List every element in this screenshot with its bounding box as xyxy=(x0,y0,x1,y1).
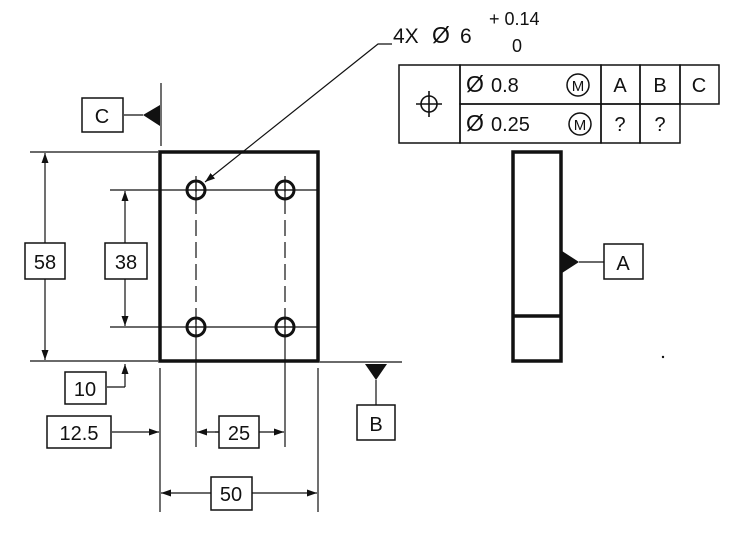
fcf-row1-diameter-symbol: Ø xyxy=(466,71,484,97)
fcf-row1-datum-1: A xyxy=(613,75,627,97)
dim-50-label: 50 xyxy=(220,484,242,506)
dim-58-label: 58 xyxy=(34,252,56,274)
fcf-row2-datum-1: ? xyxy=(614,114,625,136)
datum-b-label: B xyxy=(369,414,382,436)
dim-50 xyxy=(161,476,317,511)
fcf-row2-modifier: M xyxy=(574,117,587,134)
fcf-row2-datum-2: ? xyxy=(654,114,665,136)
datum-b-feature xyxy=(320,361,402,441)
holes xyxy=(185,179,296,338)
dim-58 xyxy=(24,153,66,360)
fcf-row1-datum-2: B xyxy=(653,75,666,97)
datum-a-label: A xyxy=(616,253,630,275)
datum-a-feature xyxy=(562,243,644,280)
datum-c-feature xyxy=(81,83,162,146)
callout-diameter-symbol: Ø xyxy=(432,22,450,48)
callout-prefix: 4X xyxy=(393,25,419,48)
hole-bottom-left xyxy=(185,316,207,338)
callout-upper-tolerance: + 0.14 xyxy=(489,9,540,29)
front-view-plate xyxy=(158,150,320,363)
dim-25 xyxy=(215,415,284,449)
dim-10-label: 10 xyxy=(74,379,96,401)
mmc-modifier-icon xyxy=(568,112,592,136)
position-symbol-icon xyxy=(416,91,442,117)
hole-top-right xyxy=(274,179,296,201)
fcf-row1-modifier: M xyxy=(572,78,585,95)
callout-lower-tolerance: 0 xyxy=(512,36,522,56)
dim-10 xyxy=(64,364,129,405)
dim-38 xyxy=(104,191,148,326)
hole-callout: 4X Ø 6 + 0.14 0 xyxy=(204,9,540,183)
callout-size: 6 xyxy=(460,25,472,48)
callout-leader xyxy=(204,43,392,183)
hole-bottom-right xyxy=(274,316,296,338)
fcf-row2-diameter-symbol: Ø xyxy=(466,110,484,136)
fcf-row2-tolerance: 0.25 xyxy=(491,114,530,136)
datum-c-label: C xyxy=(95,106,109,128)
dim-25-label: 25 xyxy=(228,423,250,445)
fcf-row1-datum-3: C xyxy=(692,75,706,97)
side-view xyxy=(511,150,563,363)
extension-lines xyxy=(30,151,319,512)
dim-12-5-label: 12.5 xyxy=(60,423,99,445)
dim-38-label: 38 xyxy=(115,252,137,274)
mmc-modifier-icon xyxy=(566,73,590,97)
fcf-row1-tolerance: 0.8 xyxy=(491,75,519,97)
hole-top-left xyxy=(185,179,207,201)
stray-dot xyxy=(661,355,665,359)
feature-control-frame xyxy=(398,64,720,144)
